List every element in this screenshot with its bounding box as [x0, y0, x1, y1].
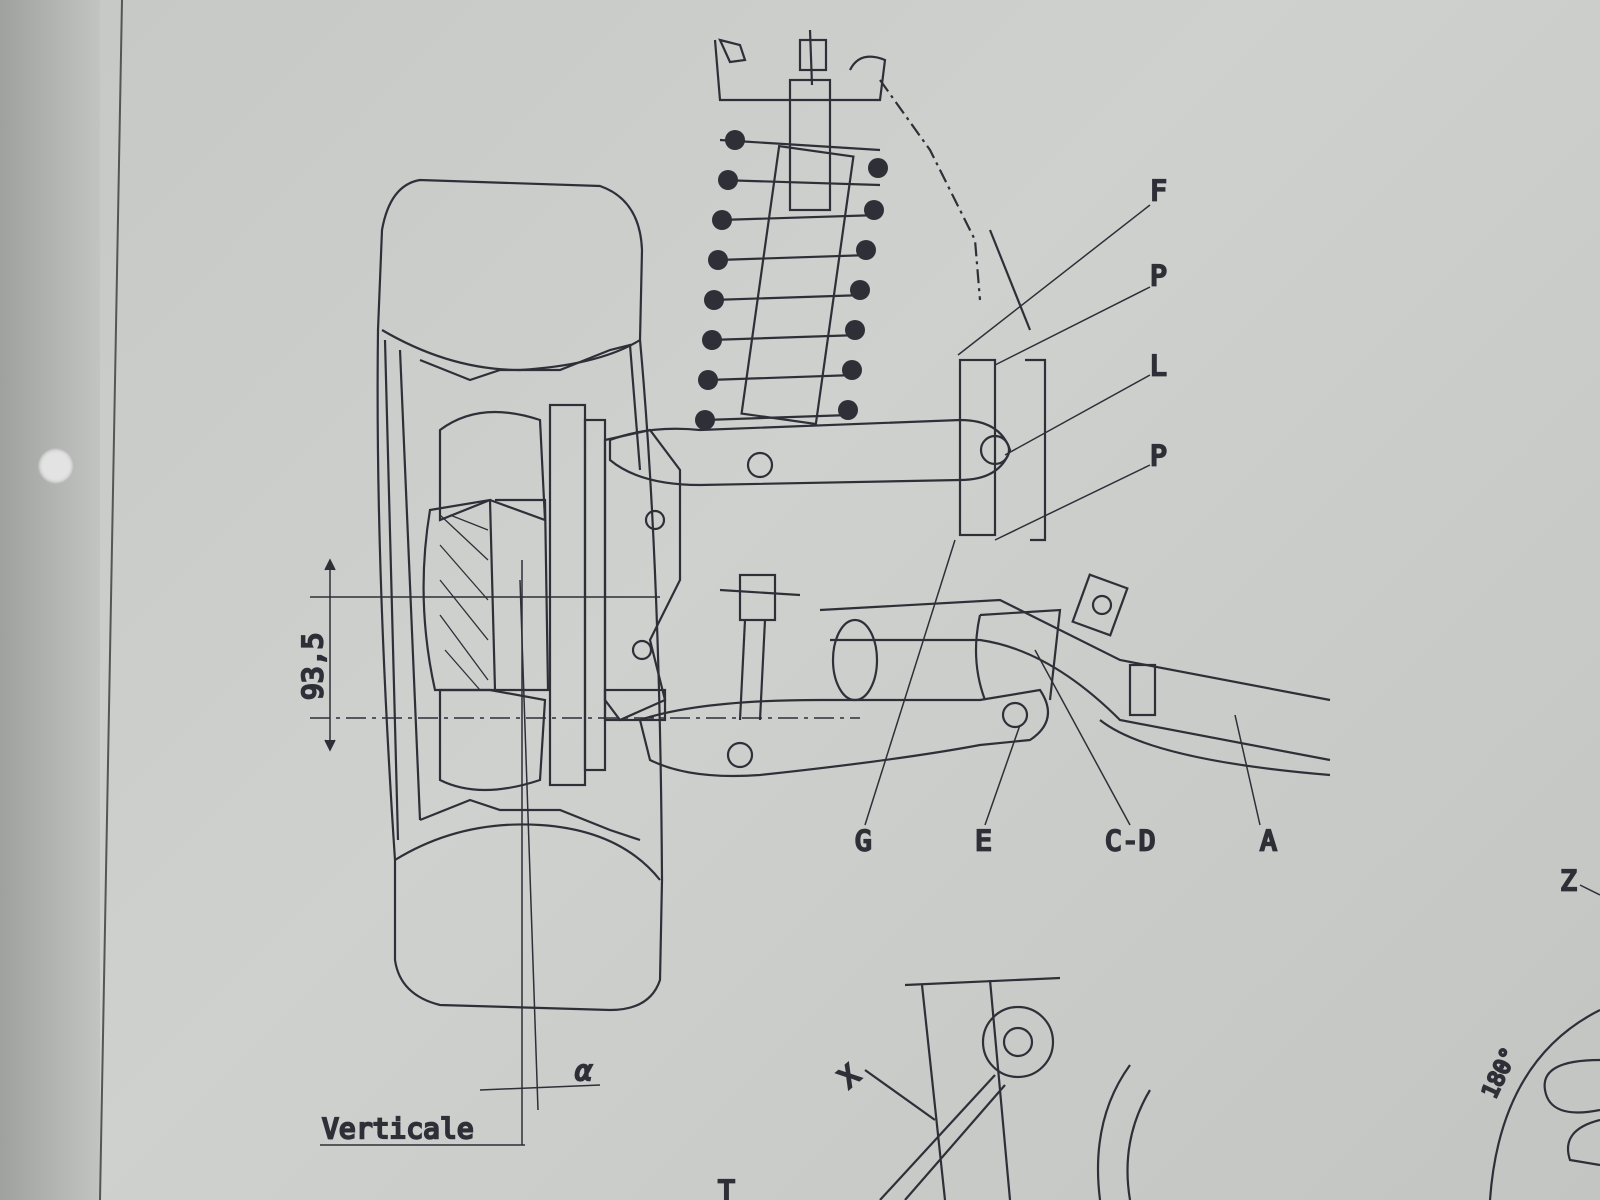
dimension-93-5: 93,5	[296, 633, 329, 700]
label-p-lower: P	[1150, 439, 1167, 472]
coil-spring	[695, 130, 888, 430]
body-outline	[879, 79, 982, 301]
dimension-lines	[310, 558, 860, 1146]
label-a: A	[1260, 824, 1277, 857]
stabilizer-link	[719, 573, 879, 721]
label-x: X	[832, 1058, 866, 1094]
label-e: E	[975, 824, 992, 857]
label-g: G	[855, 824, 872, 857]
wheel-rim	[419, 343, 642, 842]
label-z: Z	[1560, 864, 1577, 897]
punch-hole	[38, 448, 74, 484]
shock-absorber	[713, 29, 887, 426]
vertical-label: Verticale	[322, 1112, 474, 1145]
label-c-d: C-D	[1105, 824, 1156, 857]
steering-knuckle	[603, 428, 682, 722]
lower-control-arm	[638, 573, 1331, 778]
upper-control-arm	[608, 358, 1047, 542]
label-l: L	[1150, 349, 1167, 382]
label-t: T	[718, 1174, 735, 1200]
leader-lines	[864, 204, 1600, 896]
detail-drawing	[864, 976, 1600, 1200]
label-f: F	[1150, 174, 1167, 207]
label-p-upper: P	[1150, 259, 1167, 292]
binder-margin	[0, 0, 100, 1200]
angle-alpha: α	[575, 1054, 592, 1087]
body-outline-2	[988, 229, 1032, 331]
tire	[376, 178, 664, 1012]
margin-line	[99, 0, 123, 1200]
